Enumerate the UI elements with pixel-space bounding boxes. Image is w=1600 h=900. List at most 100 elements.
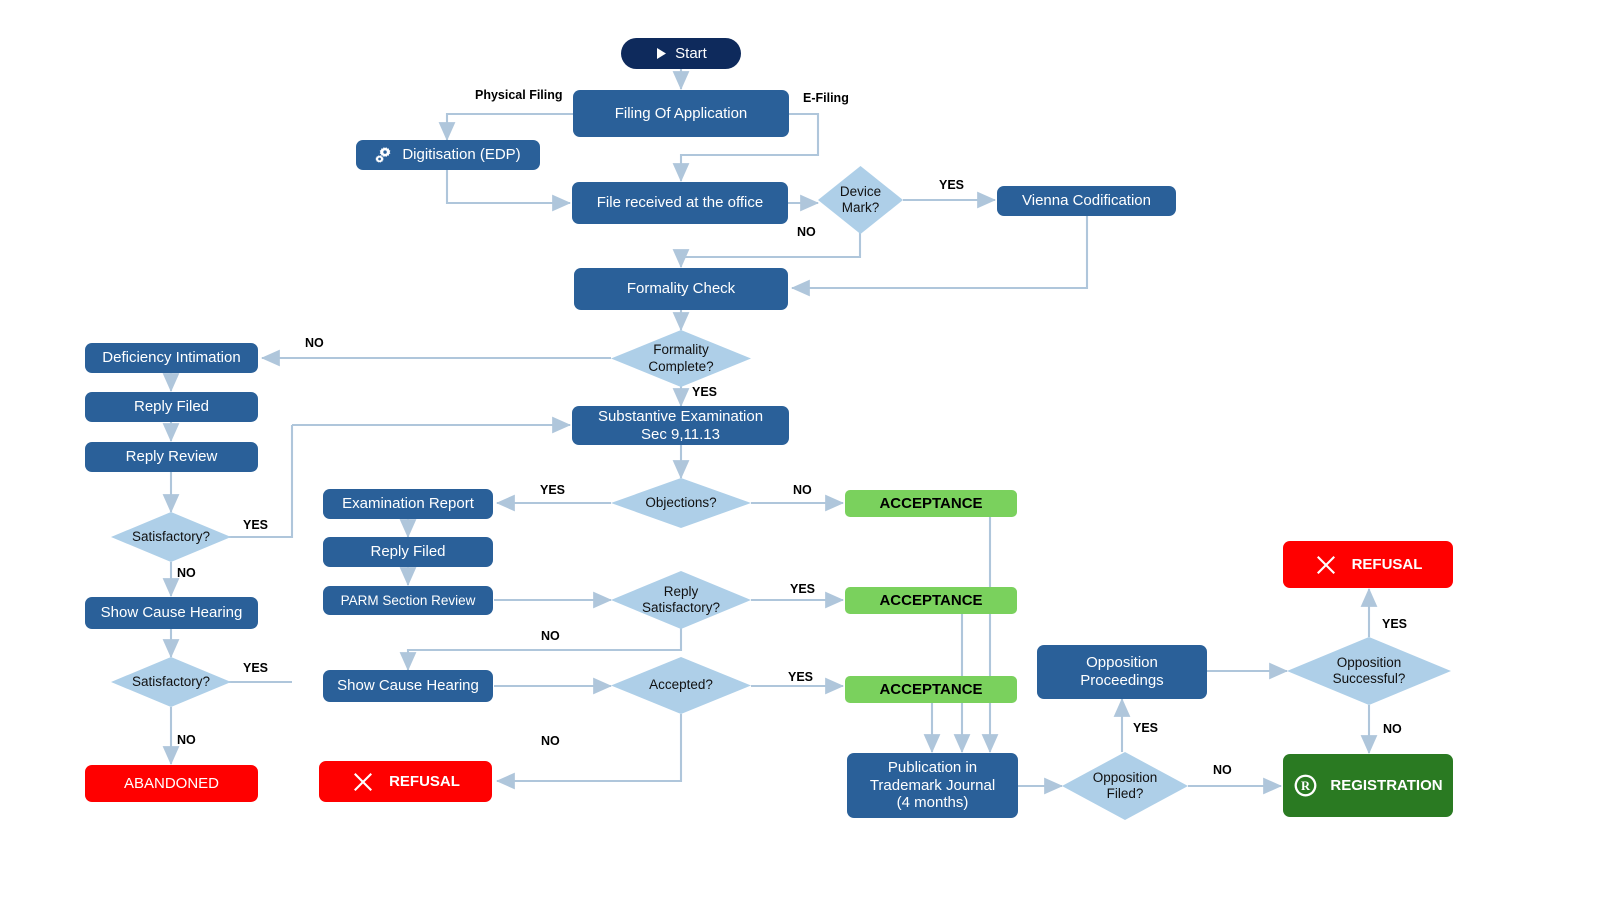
node-acceptance-3[interactable]: ACCEPTANCE: [845, 676, 1017, 703]
registered-trademark-icon: R: [1293, 773, 1318, 798]
edge-label-device-no: NO: [797, 225, 816, 239]
formality-complete-label-line1: Formality: [653, 342, 709, 358]
edge-label-opposition-filed-no: NO: [1213, 763, 1232, 777]
node-examination-report[interactable]: Examination Report: [323, 489, 493, 519]
publication-label-line1: Publication in: [887, 758, 978, 776]
reply-filed-left-label: Reply Filed: [133, 398, 210, 416]
node-reply-review[interactable]: Reply Review: [85, 442, 258, 472]
gears-icon: [375, 146, 393, 164]
x-cross-icon: [1314, 553, 1338, 577]
show-cause-hearing-left-label: Show Cause Hearing: [100, 604, 243, 622]
edge-label-objections-yes: YES: [540, 483, 566, 497]
edge-label-accepted-yes: YES: [788, 670, 814, 684]
filing-of-application-label: Filing Of Application: [614, 104, 748, 122]
node-parm-section-review[interactable]: PARM Section Review: [323, 586, 493, 615]
formality-check-label: Formality Check: [626, 280, 736, 298]
node-file-received[interactable]: File received at the office: [572, 182, 788, 224]
node-formality-complete[interactable]: Formality Complete?: [611, 330, 751, 387]
refusal-right-label: REFUSAL: [1351, 555, 1423, 573]
node-reply-filed-mid[interactable]: Reply Filed: [323, 537, 493, 567]
opposition-proceedings-label-line1: Opposition: [1086, 654, 1158, 672]
node-acceptance-1[interactable]: ACCEPTANCE: [845, 490, 1017, 517]
acceptance-1-label: ACCEPTANCE: [879, 494, 983, 512]
node-deficiency-intimation[interactable]: Deficiency Intimation: [85, 343, 258, 373]
reply-satisfactory-label-line1: Reply: [663, 583, 699, 599]
satisfactory-2-label: Satisfactory?: [131, 673, 211, 689]
edge-label-opposition-filed-yes: YES: [1133, 721, 1159, 735]
acceptance-2-label: ACCEPTANCE: [879, 591, 983, 609]
edge-label-reply-sat-yes: YES: [790, 582, 816, 596]
objections-label: Objections?: [645, 494, 717, 510]
node-opposition-successful[interactable]: Opposition Successful?: [1287, 637, 1451, 705]
node-show-cause-hearing-left[interactable]: Show Cause Hearing: [85, 597, 258, 629]
node-objections[interactable]: Objections?: [611, 478, 751, 528]
node-reply-filed-left[interactable]: Reply Filed: [85, 392, 258, 422]
edge-label-formality-no: NO: [305, 336, 324, 350]
show-cause-hearing-mid-label: Show Cause Hearing: [337, 677, 479, 695]
edge-label-reply-sat-no: NO: [541, 629, 560, 643]
edge-label-objections-no: NO: [793, 483, 812, 497]
file-received-label: File received at the office: [596, 194, 764, 212]
node-accepted[interactable]: Accepted?: [611, 657, 751, 714]
opposition-proceedings-label-line2: Proceedings: [1080, 672, 1164, 689]
node-publication[interactable]: Publication in Trademark Journal (4 mont…: [847, 753, 1018, 818]
edge-label-satisfactory2-no: NO: [177, 733, 196, 747]
edge-label-satisfactory2-yes: YES: [243, 661, 269, 675]
node-reply-satisfactory[interactable]: Reply Satisfactory?: [611, 571, 751, 629]
acceptance-3-label: ACCEPTANCE: [879, 680, 983, 698]
node-abandoned[interactable]: ABANDONED: [85, 765, 258, 802]
svg-text:R: R: [1301, 779, 1311, 793]
edge-label-device-yes: YES: [939, 178, 965, 192]
reply-review-label: Reply Review: [125, 448, 218, 466]
deficiency-intimation-label: Deficiency Intimation: [102, 349, 241, 367]
publication-label-line2: Trademark Journal: [869, 776, 996, 794]
device-mark-label-line1: Device: [839, 183, 882, 199]
reply-filed-mid-label: Reply Filed: [370, 543, 446, 561]
node-filing-of-application[interactable]: Filing Of Application: [573, 90, 789, 137]
publication-label-line3: (4 months): [896, 794, 969, 812]
node-device-mark[interactable]: Device Mark?: [818, 166, 903, 234]
edge-label-opposition-success-yes: YES: [1382, 617, 1408, 631]
node-opposition-proceedings[interactable]: Opposition Proceedings: [1037, 645, 1207, 699]
edge-label-e-filing: E-Filing: [803, 91, 849, 105]
edge-label-physical-filing: Physical Filing: [475, 88, 563, 102]
edge-label-satisfactory1-yes: YES: [243, 518, 269, 532]
node-satisfactory-1[interactable]: Satisfactory?: [111, 512, 231, 562]
node-show-cause-hearing-mid[interactable]: Show Cause Hearing: [323, 670, 493, 702]
node-start[interactable]: Start: [621, 38, 741, 69]
refusal-mid-label: REFUSAL: [389, 772, 460, 790]
opposition-filed-label-line2: Filed?: [1106, 786, 1144, 801]
node-refusal-mid[interactable]: REFUSAL: [319, 761, 492, 802]
edge-label-opposition-success-no: NO: [1383, 722, 1402, 736]
x-cross-icon: [351, 770, 375, 794]
node-digitisation[interactable]: Digitisation (EDP): [356, 140, 540, 170]
reply-satisfactory-label-line2: Satisfactory?: [641, 600, 721, 615]
play-icon: [655, 47, 668, 60]
edge-label-formality-yes: YES: [692, 385, 718, 399]
accepted-label: Accepted?: [649, 677, 713, 693]
edge-label-accepted-no: NO: [541, 734, 560, 748]
opposition-successful-label-line2: Successful?: [1332, 671, 1406, 686]
node-acceptance-2[interactable]: ACCEPTANCE: [845, 587, 1017, 614]
start-label: Start: [675, 44, 707, 62]
device-mark-label-line2: Mark?: [841, 200, 880, 215]
node-vienna-codification[interactable]: Vienna Codification: [997, 186, 1176, 216]
node-satisfactory-2[interactable]: Satisfactory?: [111, 657, 231, 707]
satisfactory-1-label: Satisfactory?: [131, 528, 211, 544]
parm-section-review-label: PARM Section Review: [340, 592, 476, 608]
node-opposition-filed[interactable]: Opposition Filed?: [1062, 752, 1188, 820]
node-registration[interactable]: R REGISTRATION: [1283, 754, 1453, 817]
opposition-filed-label-line1: Opposition: [1092, 769, 1158, 785]
vienna-codification-label: Vienna Codification: [1022, 192, 1151, 210]
edge-label-satisfactory1-no: NO: [177, 566, 196, 580]
abandoned-label: ABANDONED: [123, 774, 220, 792]
formality-complete-label-line2: Complete?: [648, 358, 714, 374]
node-refusal-right[interactable]: REFUSAL: [1283, 541, 1453, 588]
examination-report-label: Examination Report: [342, 495, 474, 513]
opposition-successful-label-line1: Opposition: [1336, 654, 1402, 670]
node-formality-check[interactable]: Formality Check: [574, 268, 788, 310]
registration-label: REGISTRATION: [1330, 776, 1443, 794]
node-substantive-examination[interactable]: Substantive Examination Sec 9,11.13: [572, 406, 789, 445]
digitisation-label: Digitisation (EDP): [402, 146, 521, 164]
